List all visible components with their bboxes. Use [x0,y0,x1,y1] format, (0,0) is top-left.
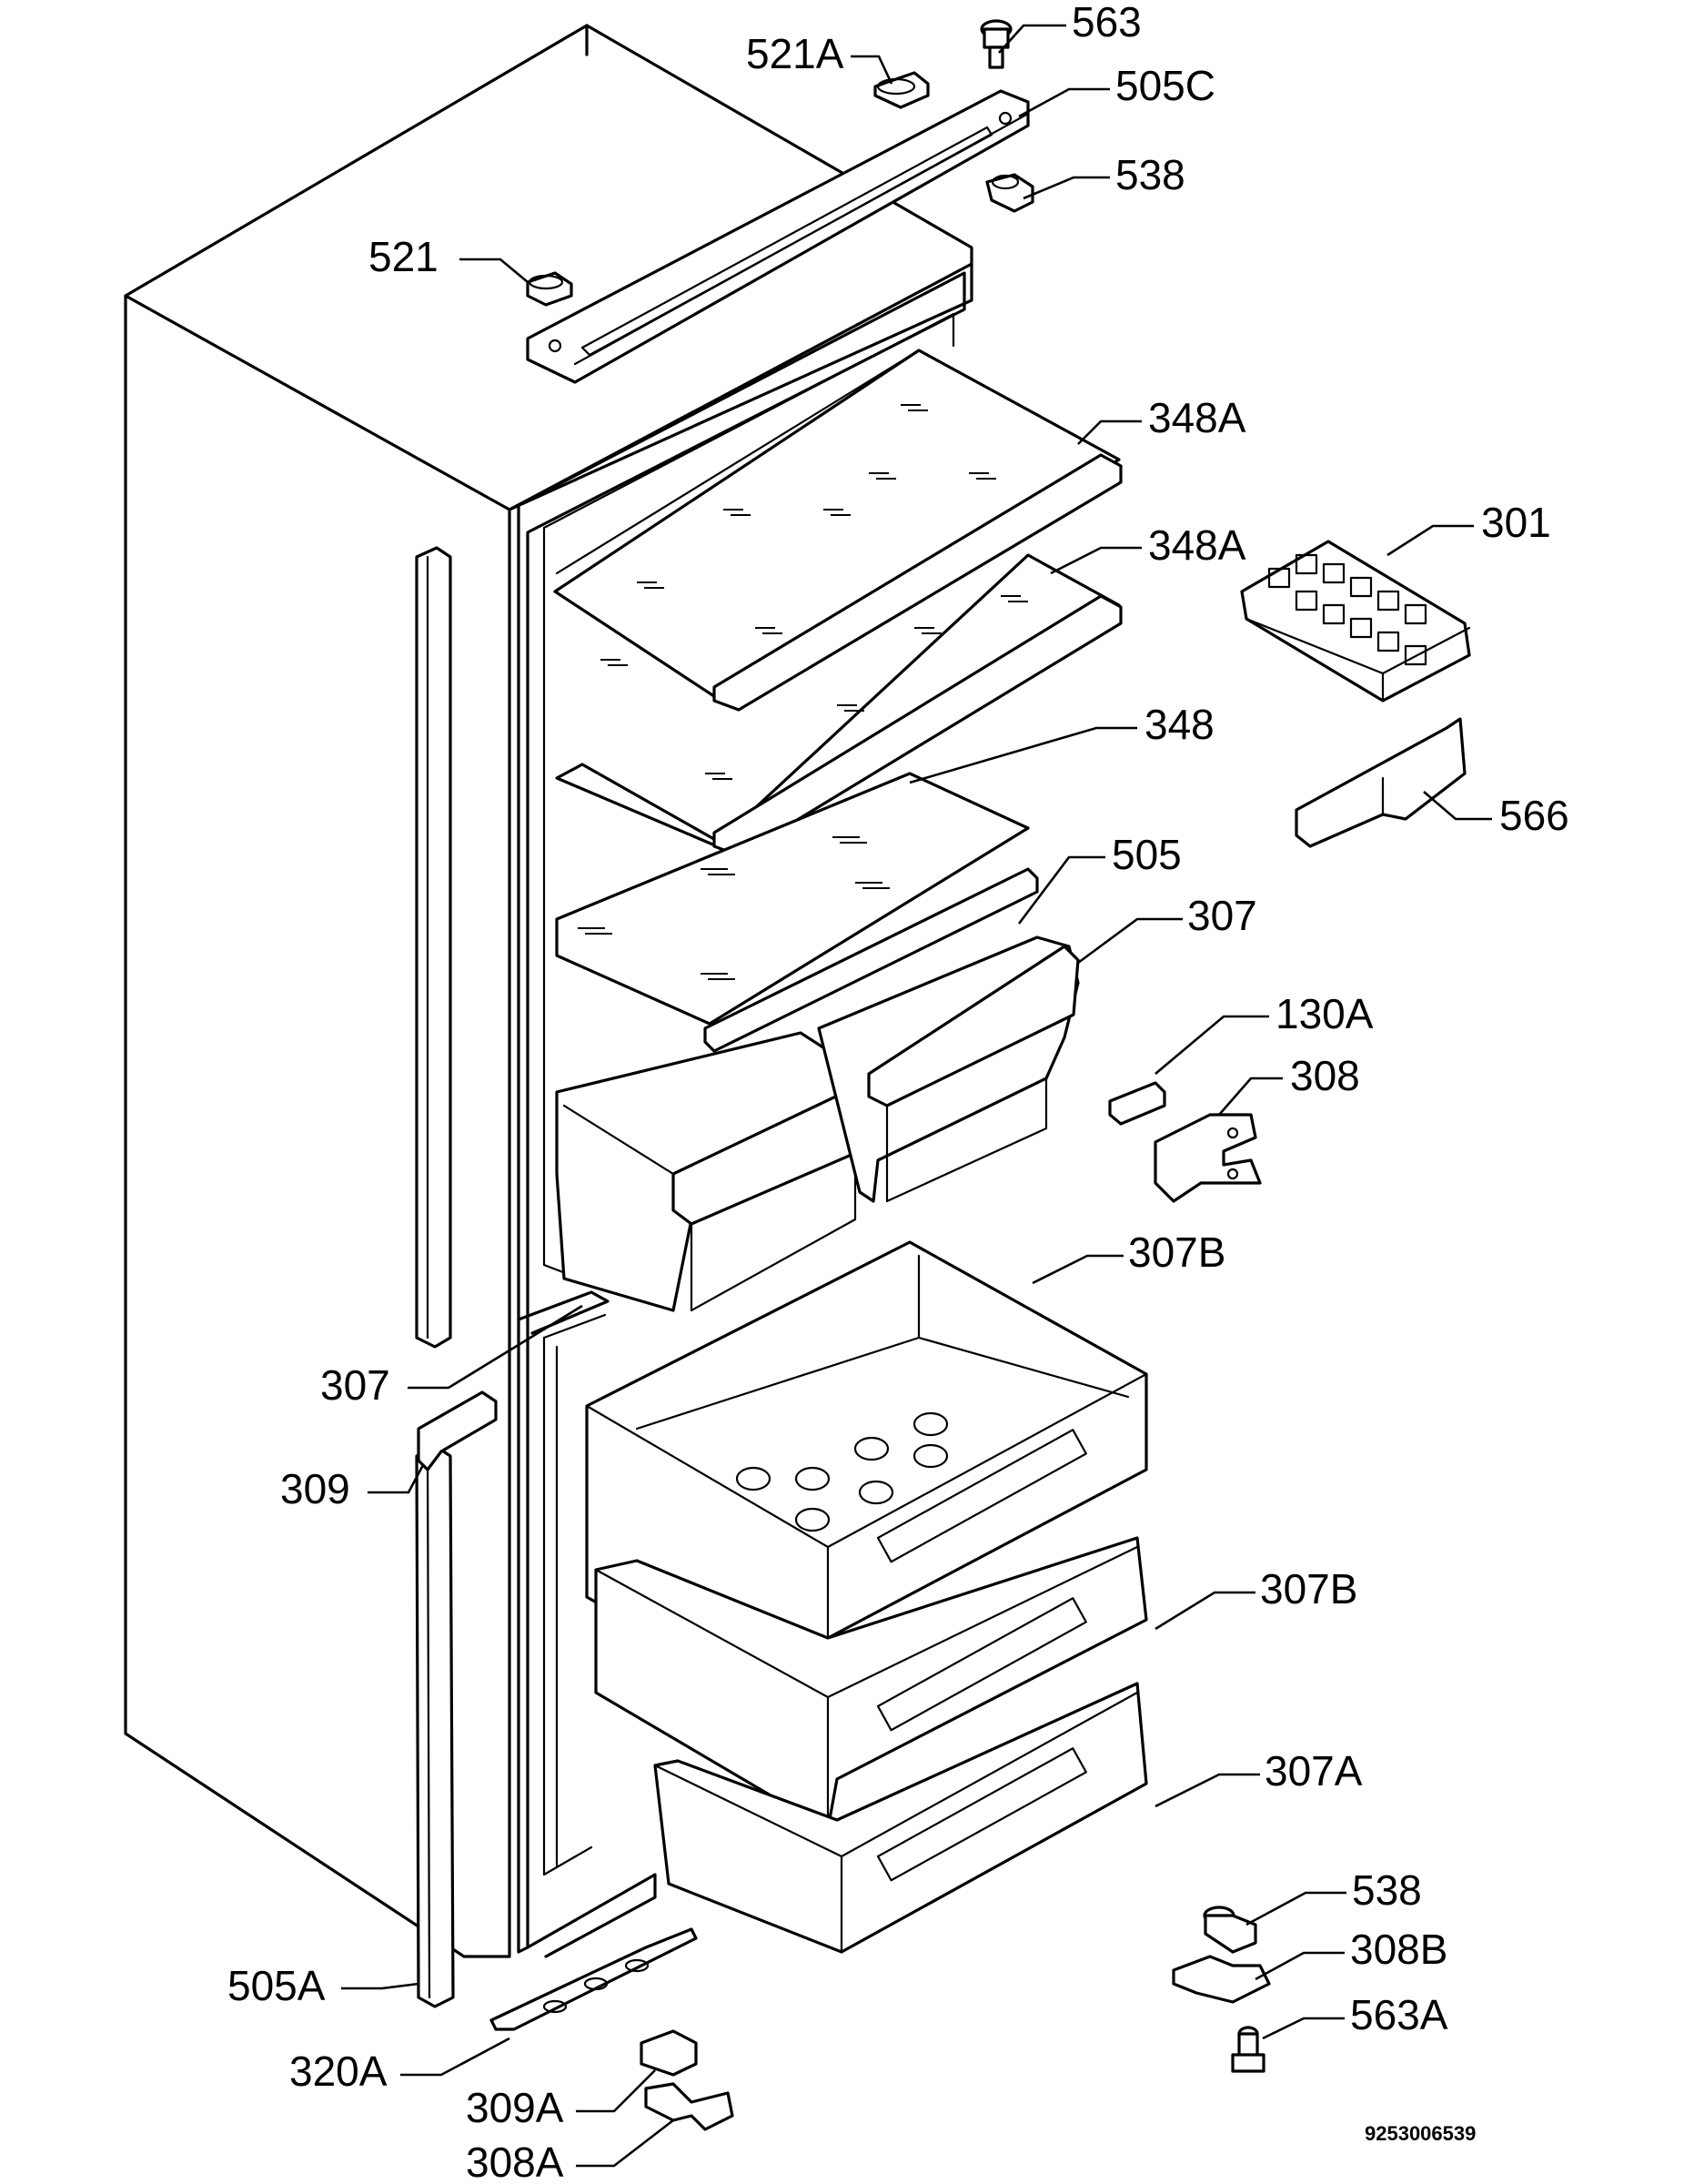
callout-309a: 309A [466,2084,564,2131]
part-130a [1108,1081,1166,1126]
hinge-cover-309 [417,1390,498,1471]
callout-labels: 563 521A 505C 538 521 348A 348A 301 348 … [227,0,1569,2184]
top-hinge-bar [526,89,1030,384]
callout-563a: 563A [1350,1991,1448,2038]
hinge-cover-309a [640,2029,698,2077]
callout-308: 308 [1290,1052,1360,1099]
ice-cube-tray [1240,540,1471,703]
callout-348a-second: 348A [1148,521,1246,569]
callout-566: 566 [1499,792,1569,839]
glass-shelf-348a-top [553,349,1123,712]
freezer-drawer-307b-middle [594,1536,1148,1831]
callout-307: 307 [1187,892,1257,939]
pin-563a [1231,2026,1265,2073]
callout-538: 538 [1115,151,1185,198]
hinge-538-top [985,173,1034,213]
document-number: 9253006539 [1365,2122,1476,2145]
callout-308a: 308A [466,2138,564,2184]
hinge-cap-521a [873,71,930,109]
callout-307-left: 307 [320,1361,390,1409]
callout-320a: 320A [289,2048,388,2095]
door-seal-strip [415,546,455,2008]
leader-lines [341,24,1492,2168]
hinge-538-bottom [1203,1906,1257,1954]
callout-348: 348 [1144,701,1215,748]
callout-521a: 521A [746,30,844,77]
callout-301: 301 [1481,499,1551,546]
callout-308b: 308B [1350,1926,1447,1973]
callout-505a: 505A [227,1962,326,2009]
callout-130a: 130A [1275,990,1374,1037]
cabinet-body [124,24,973,1958]
pin-563 [980,19,1013,69]
hinge-308a [644,2082,734,2131]
callout-563: 563 [1072,0,1142,46]
hinge-308b [1172,1955,1271,2004]
callout-505c: 505C [1115,62,1215,109]
callout-307b-middle: 307B [1260,1565,1357,1613]
callout-538-bottom: 538 [1352,1866,1422,1914]
callout-521: 521 [368,233,439,280]
callout-307b-top: 307B [1128,1228,1225,1276]
callout-309: 309 [280,1465,350,1512]
hinge-plate-320a [489,1927,698,2031]
hinge-308 [1154,1113,1262,1203]
freezer-drawer-307a [653,1682,1148,1954]
crisper-drawer-right [817,935,1080,1203]
callout-505: 505 [1112,831,1182,878]
shelf-trim-505 [703,867,1039,1053]
hinge-cap-521 [526,271,573,307]
callout-307a: 307A [1265,1747,1363,1795]
ice-scraper-566 [1295,717,1467,848]
glass-shelf-348 [555,772,1030,1026]
callout-348a-top: 348A [1148,394,1246,441]
